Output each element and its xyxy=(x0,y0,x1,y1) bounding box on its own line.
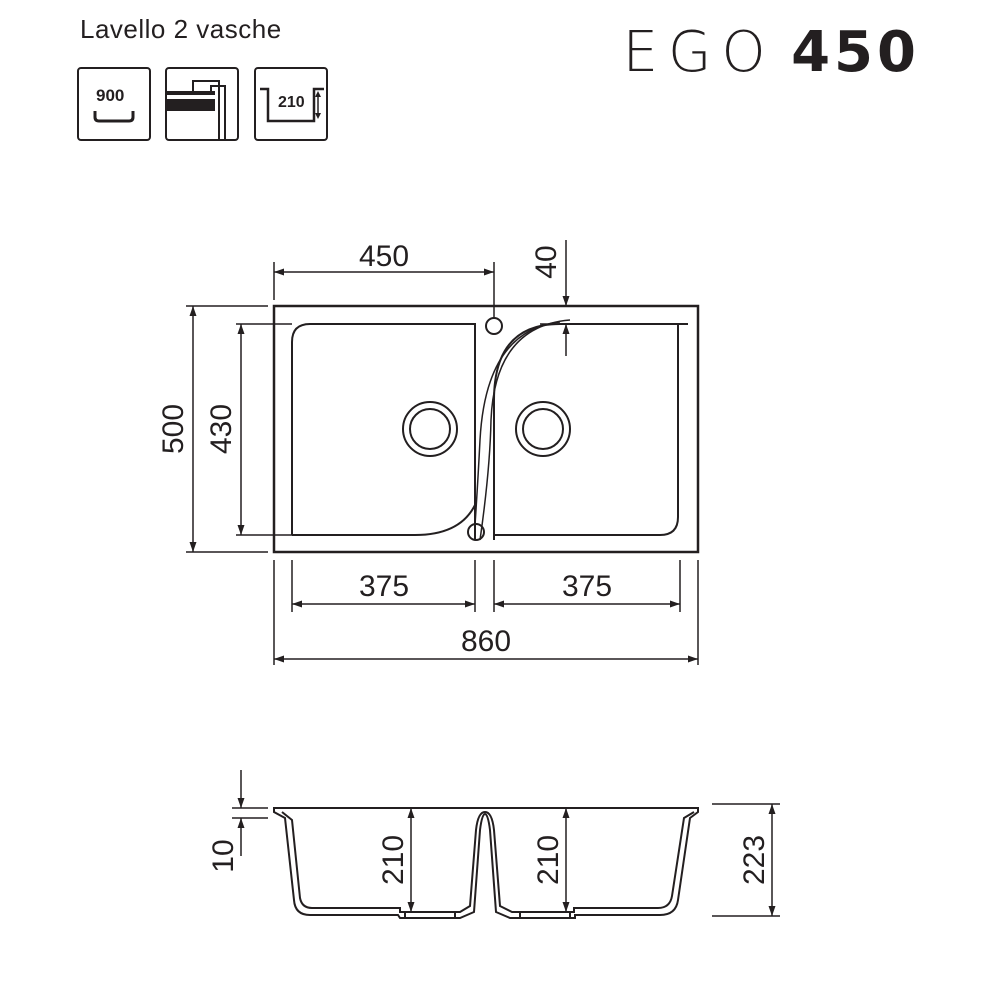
dim-bowl-width: 450 xyxy=(359,240,409,273)
side-view xyxy=(273,807,699,919)
left-bowl xyxy=(291,323,476,540)
brand-name: EGO xyxy=(622,20,776,85)
model-number: 450 xyxy=(791,20,920,85)
dim-right-depth: 210 xyxy=(532,835,565,885)
tap-hole-icon xyxy=(485,317,503,335)
cabinet-width-badge: 900 xyxy=(77,67,151,141)
cabinet-width-icon xyxy=(93,111,135,123)
dim-left-depth: 210 xyxy=(377,835,410,885)
sink-profile xyxy=(273,807,699,919)
dim-total-width: 860 xyxy=(461,625,511,658)
dim-total-height: 223 xyxy=(738,835,771,885)
dim-total-depth: 500 xyxy=(157,404,190,454)
overflow-icon xyxy=(467,523,485,541)
dim-right-bowl: 375 xyxy=(562,570,612,603)
cabinet-width-label: 900 xyxy=(96,86,125,105)
dim-rim: 10 xyxy=(207,839,240,872)
countertop-mount-badge xyxy=(165,67,239,141)
countertop-mount-icon xyxy=(167,80,226,141)
top-view-dimensions xyxy=(186,240,699,665)
side-view-dimensions xyxy=(232,770,780,917)
bowl-depth-icon xyxy=(260,87,324,123)
left-drain-icon xyxy=(402,401,458,457)
dim-inner-depth: 430 xyxy=(205,404,238,454)
bowl-depth-badge: 210 xyxy=(254,67,328,141)
product-subtitle: Lavello 2 vasche xyxy=(80,14,282,44)
bowl-depth-label: 210 xyxy=(278,94,305,111)
sink-outline xyxy=(272,304,700,554)
dim-left-bowl: 375 xyxy=(359,570,409,603)
dim-offset: 40 xyxy=(530,245,563,278)
right-drain-icon xyxy=(515,401,571,457)
product-title: EGO 450 xyxy=(623,22,920,83)
top-view xyxy=(272,304,700,554)
